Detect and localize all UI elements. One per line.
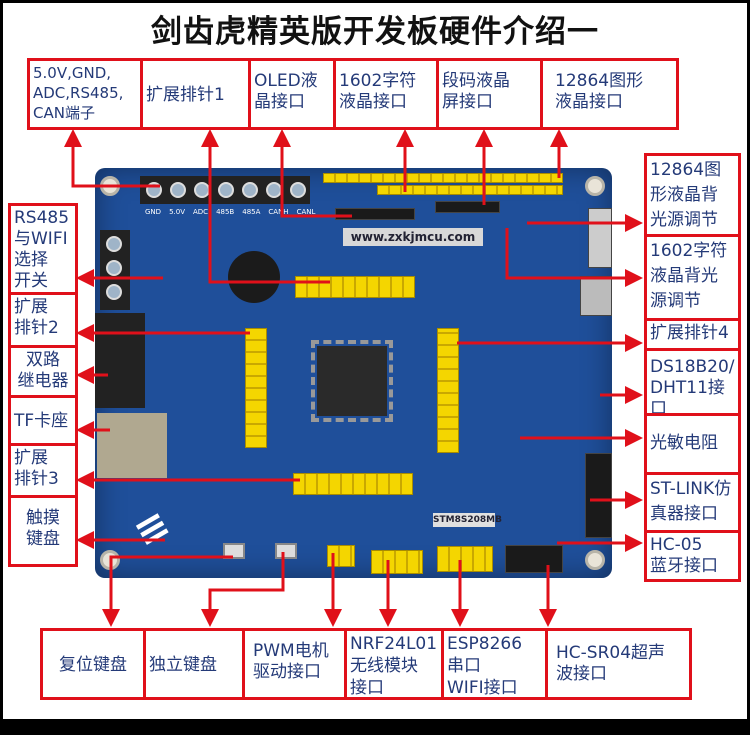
- label-12864: 12864图形 液晶接口: [540, 58, 679, 130]
- relay: [95, 313, 145, 408]
- mount-hole: [585, 176, 605, 196]
- pin-header-4: [437, 328, 459, 453]
- label-oled: OLED液 晶接口: [248, 58, 336, 130]
- mount-hole: [585, 550, 605, 570]
- label-header-3: 扩展 排针3: [8, 443, 78, 498]
- reset-button: [223, 543, 245, 559]
- label-tf-card: TF卡座: [8, 395, 78, 446]
- label-user-keys: 独立键盘: [143, 628, 245, 700]
- label-power-terminals: 5.0V,GND, ADC,RS485, CAN端子: [27, 58, 143, 130]
- pin-header-1602: [377, 185, 563, 195]
- label-header-4: 扩展排针4: [644, 318, 741, 351]
- label-hc05: HC-05 蓝牙接口: [644, 530, 741, 582]
- label-ds18b20: DS18B20/ DHT11接口: [644, 348, 741, 416]
- oled-socket: [335, 208, 415, 220]
- label-segment-lcd: 段码液晶 屏接口: [436, 58, 543, 130]
- label-relay: 双路 继电器: [8, 345, 78, 398]
- page-title: 剑齿虎精英版开发板硬件介绍一: [151, 14, 599, 50]
- terminal-block-left: [100, 230, 130, 310]
- label-photoresistor: 光敏电阻: [644, 413, 741, 475]
- buzzer: [228, 251, 280, 303]
- board-url: www.zxkjmcu.com: [343, 228, 483, 246]
- mcu-chip: [311, 340, 393, 422]
- label-header-1: 扩展排针1: [140, 58, 251, 130]
- label-hc-sr04: HC-SR04超声 波接口: [545, 628, 692, 700]
- label-header-2: 扩展 排针2: [8, 292, 78, 348]
- esp-header: [437, 546, 493, 572]
- label-pwm-motor: PWM电机 驱动接口: [242, 628, 347, 700]
- stlink-connector: [585, 453, 612, 538]
- bluetooth-socket: [505, 545, 563, 573]
- label-touch-keys: 触摸 键盘: [8, 495, 78, 567]
- pin-header-2: [245, 328, 267, 448]
- power-switch: [588, 208, 612, 268]
- tf-card-slot: [97, 413, 167, 478]
- label-1602-backlight: 1602字符 液晶背光 源调节: [644, 234, 741, 321]
- label-esp8266: ESP8266 串口 WIFI接口: [441, 628, 548, 700]
- board-model: STM8S208MB: [433, 513, 502, 527]
- label-reset-key: 复位键盘: [40, 628, 146, 700]
- usb-port: [580, 276, 612, 316]
- nrf-header: [371, 550, 423, 574]
- label-1602: 1602字符 液晶接口: [333, 58, 439, 130]
- pin-header-3: [293, 473, 413, 495]
- label-stlink: ST-LINK仿 真器接口: [644, 472, 741, 533]
- label-rs485-switch: RS485 与WIFI 选择 开关: [8, 203, 78, 295]
- pin-header-12864: [323, 173, 563, 183]
- label-12864-backlight: 12864图 形液晶背 光源调节: [644, 153, 741, 237]
- label-nrf24l01: NRF24L01 无线模块 接口: [344, 628, 444, 700]
- user-button: [275, 543, 297, 559]
